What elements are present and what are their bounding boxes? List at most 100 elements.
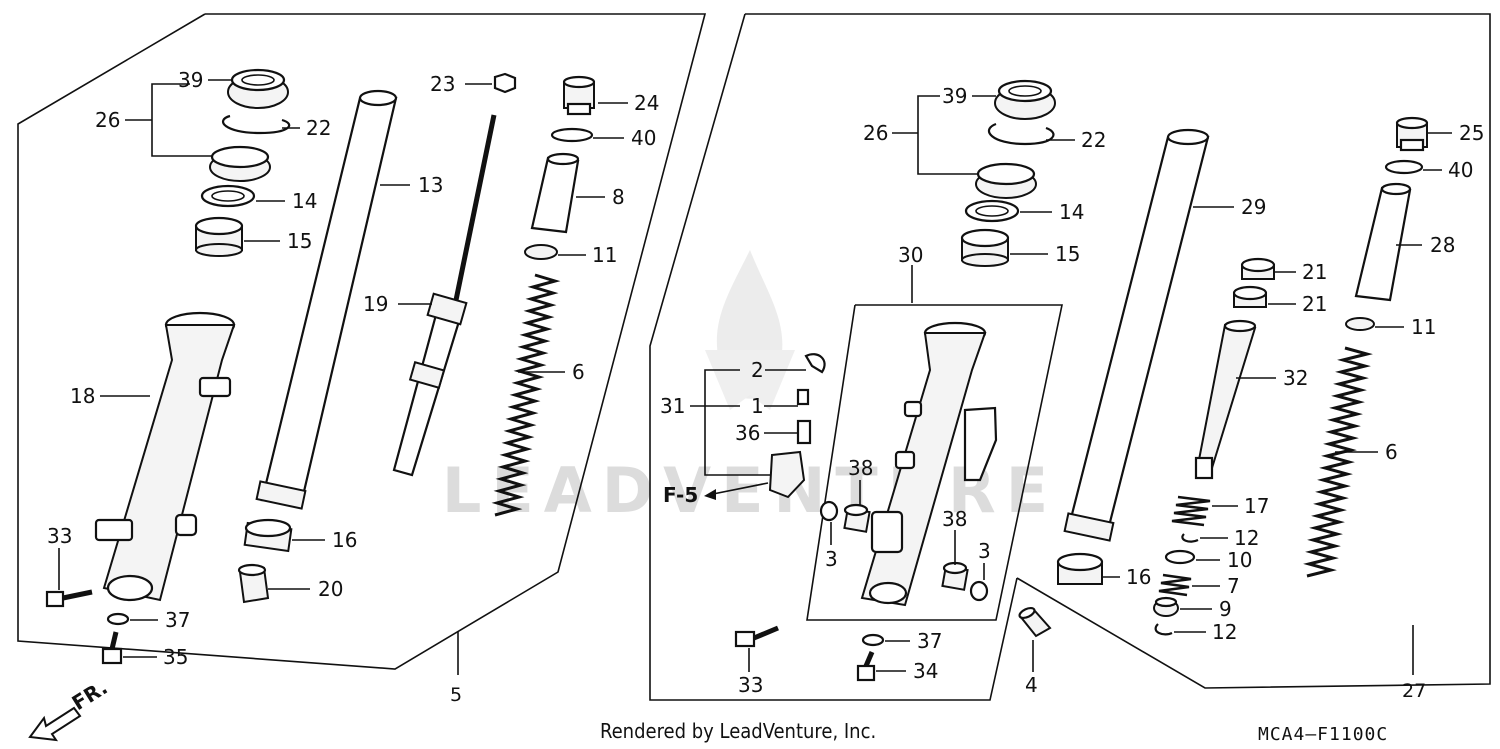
label-10: 10 [1227,548,1252,572]
left-fork-group: 5 39 26 22 14 [17,13,707,706]
damper-rod-19 [392,114,497,477]
bushing-15 [194,216,244,257]
label-40: 40 [631,126,656,150]
label-16-right: 16 [1126,565,1151,589]
label-20: 20 [318,577,343,601]
label-1: 1 [751,394,764,418]
label-4: 4 [1025,673,1038,697]
stopper-9 [1153,596,1179,617]
dust-seal-39-right [994,79,1056,120]
fork-pipe-29 [1063,128,1210,542]
bushing-21-lower [1232,285,1268,308]
label-13: 13 [418,173,443,197]
middle-fork-group: 30 2 31 1 36 F-5 [649,13,1063,701]
oil-lock-piece-20 [237,563,270,604]
label-40-right: 40 [1448,158,1473,182]
diagram-code: MCA4—F1100C [1258,724,1388,745]
label-26-right: 26 [863,121,888,145]
label-11-right: 11 [1411,315,1436,339]
label-29: 29 [1241,195,1266,219]
label-3-left: 3 [825,547,838,571]
label-37-left: 37 [165,608,190,632]
clip-22 [222,114,291,135]
pin-4 [1018,606,1052,638]
washer-37-left [106,612,130,626]
fork-cap-bolt-25 [1395,116,1429,152]
label-16: 16 [332,528,357,552]
middle-group-outline [649,13,1018,701]
label-3-right: 3 [978,539,991,563]
bushing-38-right [941,561,969,591]
bolt-33-middle [734,625,779,648]
right-group-outline [745,13,1491,689]
label-6: 6 [572,360,585,384]
label-15: 15 [287,229,312,253]
bushing-15-right [960,228,1010,267]
label-assembly-27: 27 [1402,680,1426,702]
fork-spring-6 [491,273,561,517]
watermark-text: LEADVENTURE [442,454,1058,527]
label-33-left: 33 [47,524,72,548]
washer-37-middle [861,633,885,647]
label-33-middle: 33 [738,673,763,697]
frame-ref-f5: F-5 [663,483,698,507]
dust-seal-39 [227,68,289,109]
label-21-lower: 21 [1302,292,1327,316]
fork-slider-body [860,321,998,607]
valve-body [768,450,806,499]
label-11: 11 [592,243,617,267]
fork-spring-6-right [1303,346,1373,578]
washer-14 [200,184,256,208]
seal-3-right [969,580,989,602]
damper-cartridge-32 [1194,319,1257,480]
washer-10 [1164,549,1196,565]
slider-bushing-16-right [1056,552,1104,585]
label-32: 32 [1283,366,1308,390]
spring-seat-11 [524,244,558,260]
label-35: 35 [163,645,188,669]
label-28: 28 [1430,233,1455,257]
bolt-36 [796,419,812,445]
label-22: 22 [306,116,331,140]
spring-seat-11-right [1345,317,1375,331]
label-25: 25 [1459,121,1484,145]
label-38-left: 38 [848,456,873,480]
washer-14-right [964,199,1020,223]
nut-23 [493,72,517,94]
right-fork-group: 27 39 26 22 14 [745,13,1491,702]
label-8: 8 [612,185,625,209]
fork-slider-18 [94,311,236,602]
circlip-12-lower [1154,623,1173,636]
clip-2 [804,353,826,374]
label-24: 24 [634,91,659,115]
label-19: 19 [363,292,388,316]
o-ring-40 [550,127,594,143]
bolt-35 [101,631,123,665]
circlip-12-upper [1181,533,1199,543]
label-39: 39 [178,68,203,92]
bushing-21-upper [1240,257,1276,280]
spacer-8 [530,152,580,234]
slider-bushing-16 [243,518,293,553]
watermark-flame-icon [705,250,795,410]
o-ring-40-right [1384,159,1424,175]
clip-22-right [987,122,1055,146]
label-7: 7 [1227,574,1240,598]
screw-1 [796,388,810,406]
oil-seal-right [975,162,1037,199]
label-2: 2 [751,358,764,382]
front-direction-arrow: FR. [28,675,112,742]
spring-7 [1158,573,1192,597]
bolt-33-left [45,589,93,608]
label-38-right: 38 [942,507,967,531]
label-23: 23 [430,72,455,96]
label-36: 36 [735,421,760,445]
bushing-38-left [843,503,871,533]
oil-seal [209,145,271,182]
label-34: 34 [913,659,938,683]
label-22-right: 22 [1081,128,1106,152]
label-12-upper: 12 [1234,526,1259,550]
label-37-middle: 37 [917,629,942,653]
spacer-28 [1354,182,1412,302]
